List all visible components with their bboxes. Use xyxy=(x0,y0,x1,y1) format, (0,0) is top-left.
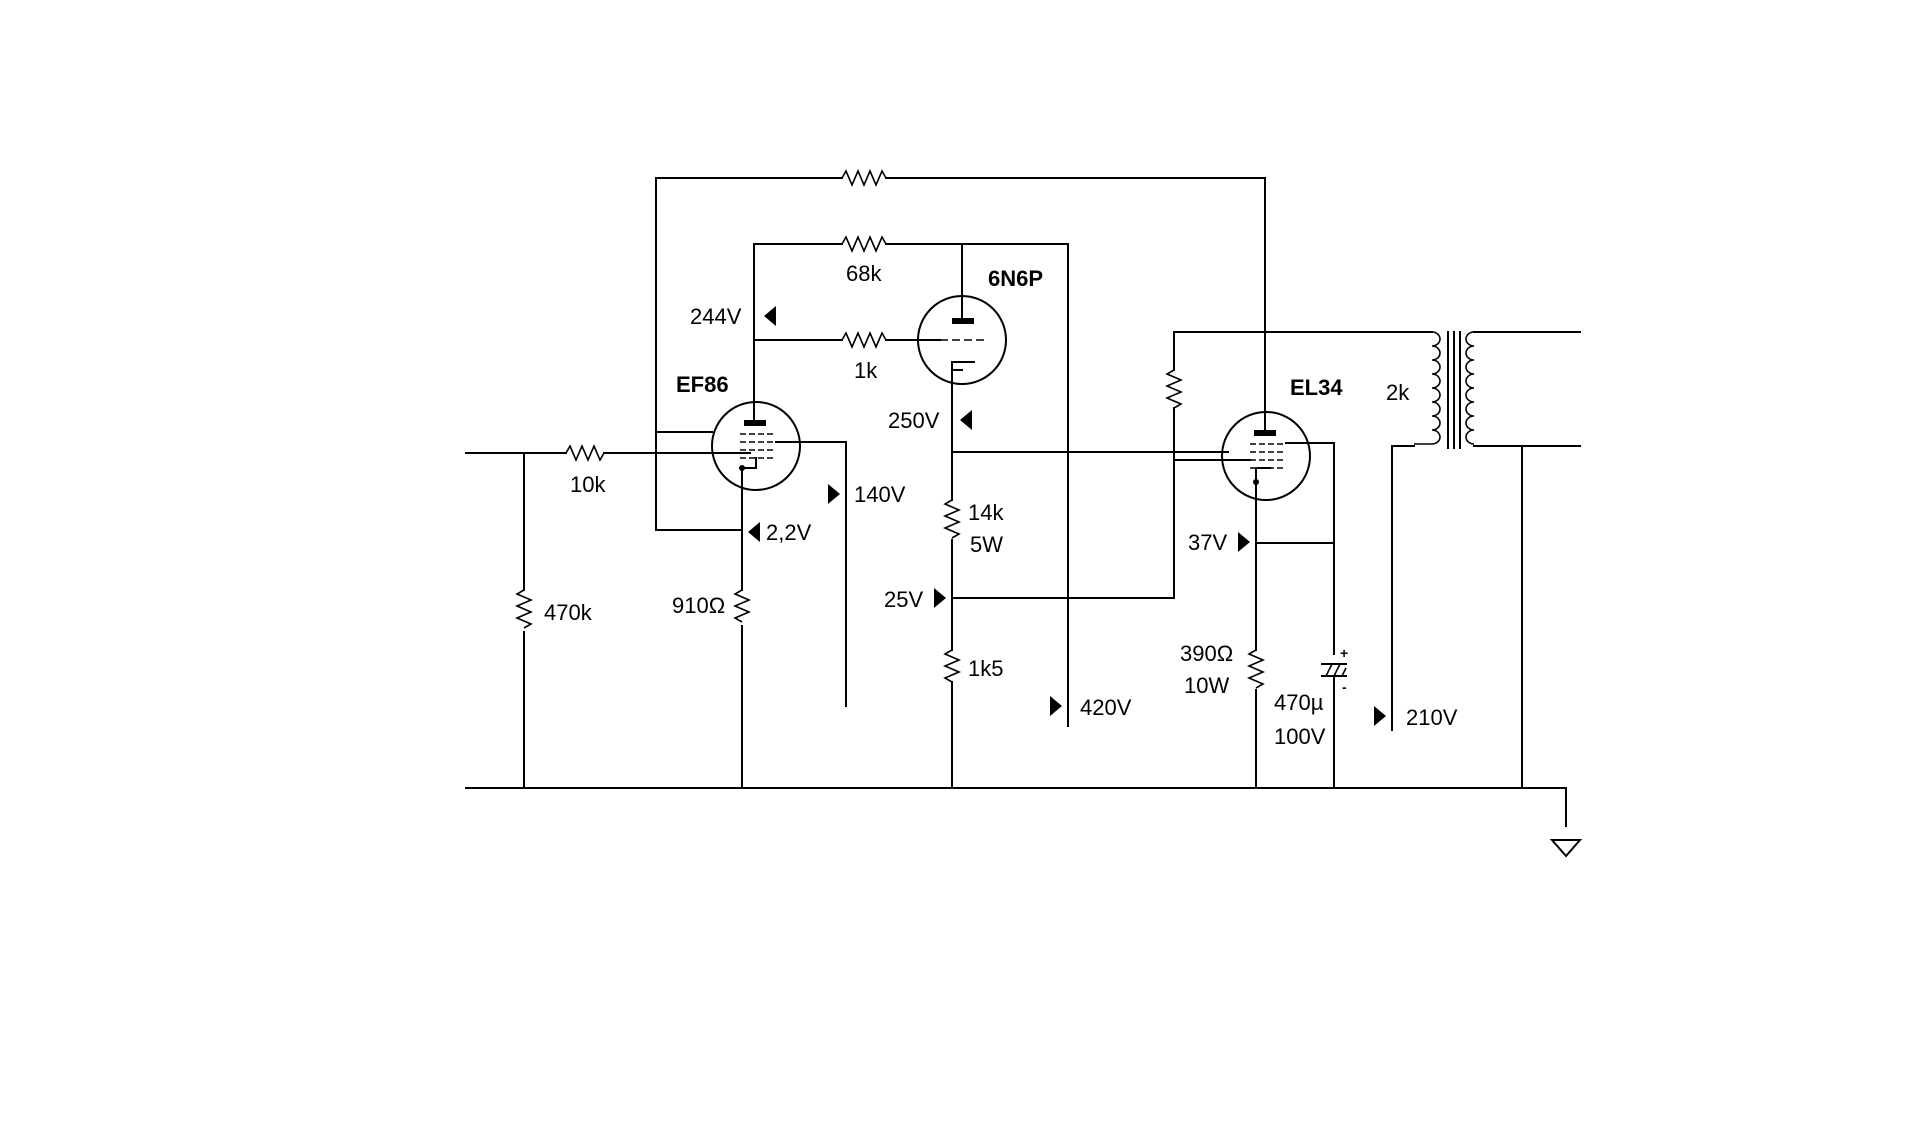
output-transformer xyxy=(1414,331,1475,449)
tube-label-el34: EL34 xyxy=(1290,375,1343,400)
labels: EF86 6N6P EL34 10k 470k 910Ω 68k 1k 14k … xyxy=(544,261,1458,749)
capacitor-hatch xyxy=(1325,663,1347,677)
label-2-2v: 2,2V xyxy=(766,520,812,545)
tube-label-6n6p: 6N6P xyxy=(988,266,1043,291)
label-37v: 37V xyxy=(1188,530,1227,555)
resistors xyxy=(514,168,1266,689)
ef86-envelope xyxy=(711,401,801,491)
resistor-14k xyxy=(942,499,962,539)
label-14k: 14k xyxy=(968,500,1004,525)
label-25v: 25V xyxy=(884,587,923,612)
marker-420v xyxy=(1050,696,1062,716)
resistor-910 xyxy=(732,589,752,623)
resistor-1k5 xyxy=(942,649,962,683)
el34-grids xyxy=(1250,443,1286,469)
feedback-resistor-outer xyxy=(841,168,887,188)
label-910: 910Ω xyxy=(672,593,725,618)
ef86-screen-wire xyxy=(789,441,847,707)
resistor-470k xyxy=(514,589,534,629)
n6p-cathode-stub xyxy=(951,361,975,381)
ground-rail xyxy=(465,787,1567,827)
ef86-grids xyxy=(740,433,776,459)
feedback-loop-outer xyxy=(655,177,1266,531)
transformer-core xyxy=(1447,331,1461,449)
label-1k5: 1k5 xyxy=(968,656,1003,681)
label-210v: 210V xyxy=(1406,705,1458,730)
label-390: 390Ω xyxy=(1180,641,1233,666)
marker-140v xyxy=(828,484,840,504)
el34-tube xyxy=(1221,411,1311,501)
label-390-watt: 10W xyxy=(1184,673,1229,698)
resistor-10k xyxy=(565,443,605,463)
marker-37v xyxy=(1238,532,1250,552)
transformer-secondary-coil xyxy=(1465,331,1475,445)
resistor-1k xyxy=(841,330,887,350)
label-cap-value: 470µ xyxy=(1274,690,1324,715)
label-470k: 470k xyxy=(544,600,593,625)
label-140v: 140V xyxy=(854,482,906,507)
el34-screen-wire xyxy=(1309,442,1335,544)
n6p-tube xyxy=(917,295,1007,385)
resistor-el34-grid xyxy=(1164,369,1184,409)
ef86-cathode-stub xyxy=(741,457,757,469)
label-250v: 250V xyxy=(888,408,940,433)
bypass-cap-wire xyxy=(1255,542,1335,789)
label-244v: 244V xyxy=(690,304,742,329)
bias-node-wire xyxy=(951,407,1175,599)
transformer-primary-coil xyxy=(1414,331,1441,445)
ef86-anode-plate xyxy=(744,420,766,426)
label-420v: 420V xyxy=(1080,695,1132,720)
ef86-anode-wire xyxy=(753,243,1069,411)
label-cap-plus: + xyxy=(1340,645,1348,661)
label-68k: 68k xyxy=(846,261,882,286)
marker-250v xyxy=(960,410,972,430)
transformer-secondary-wire xyxy=(1473,331,1581,789)
n6p-anode-plate xyxy=(952,318,974,324)
el34-anode-plate xyxy=(1254,430,1276,436)
label-1k: 1k xyxy=(854,358,878,383)
ef86-cathode-dot xyxy=(739,465,745,471)
label-14k-watt: 5W xyxy=(970,532,1003,557)
n6p-envelope xyxy=(917,295,1007,385)
marker-25v xyxy=(934,588,946,608)
el34-cathode-dot xyxy=(1253,479,1259,485)
voltage-markers xyxy=(748,306,1386,726)
label-cap-voltage: 100V xyxy=(1274,724,1326,749)
ef86-tube xyxy=(711,401,801,491)
label-cap-minus: - xyxy=(1342,679,1347,695)
ground-symbol xyxy=(1549,839,1583,858)
marker-244v xyxy=(764,306,776,326)
bypass-capacitor xyxy=(1321,663,1347,691)
feedback-cathode-link xyxy=(655,431,743,531)
label-10k: 10k xyxy=(570,472,606,497)
marker-210v xyxy=(1374,706,1386,726)
tube-label-ef86: EF86 xyxy=(676,372,729,397)
wiring xyxy=(465,177,1581,827)
marker-2-2v xyxy=(748,522,760,542)
resistor-68k xyxy=(841,234,887,254)
transformer-primary-top xyxy=(1391,331,1433,447)
el34-grid-resistor-wire xyxy=(1173,331,1433,411)
label-transformer: 2k xyxy=(1386,380,1410,405)
resistor-390 xyxy=(1246,649,1266,689)
